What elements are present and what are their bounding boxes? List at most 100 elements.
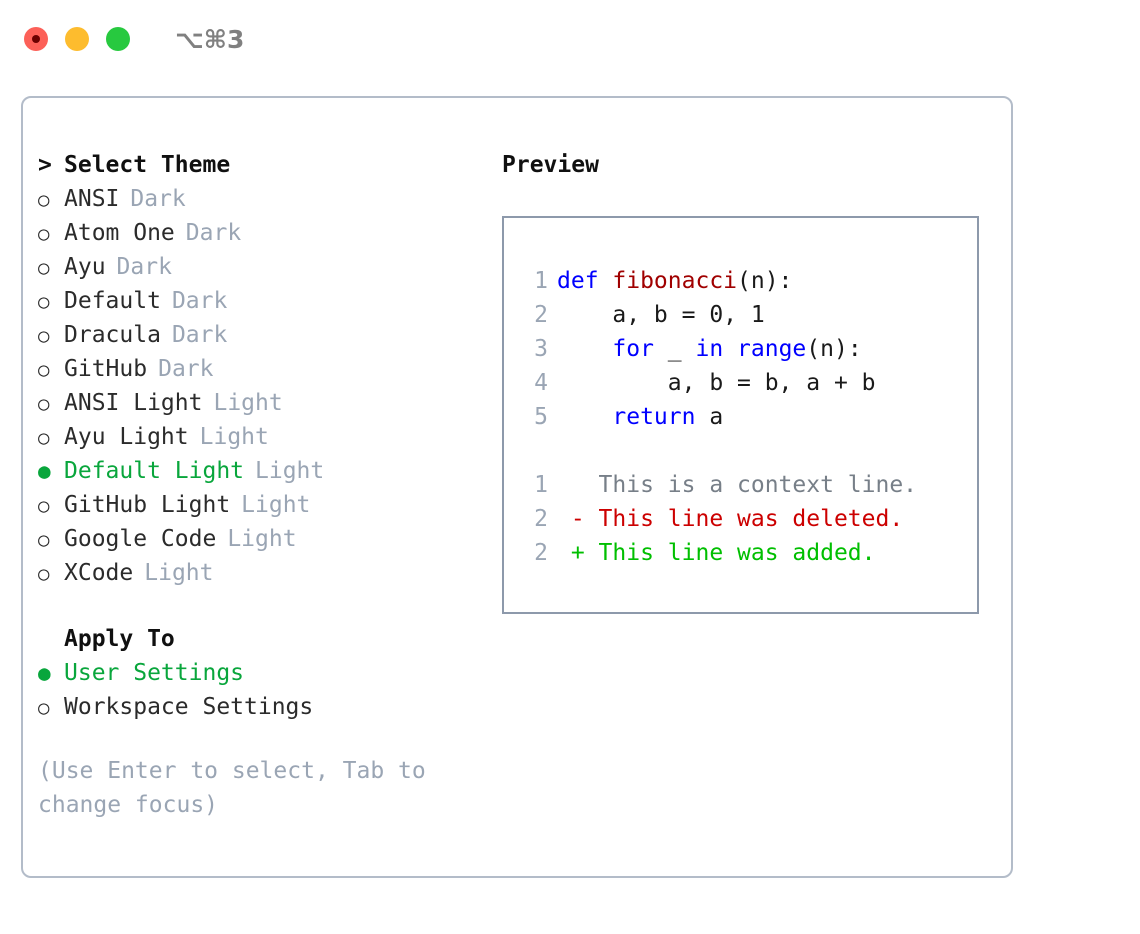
apply-to-list-item-label: Workspace Settings [64,694,314,720]
code-token: (n): [737,268,793,294]
theme-list-item[interactable]: ○ Atom One Dark [38,216,478,250]
code-line-text: def fibonacci(n): [557,264,792,298]
apply-to-list-item[interactable]: ● User Settings [38,656,478,690]
close-button-indicator [32,35,40,43]
apply-to-heading: ○ Apply To [38,622,478,656]
diff-line-text: This line was deleted. [598,506,904,532]
theme-mode-tag: Light [144,560,214,586]
code-line: 3 for _ in range(n): [504,332,977,366]
theme-list-item-label: Default [64,288,161,314]
code-token [557,404,612,430]
radio-unselected-icon[interactable]: ○ [38,325,50,347]
code-token: a, b = b, a + b [557,370,876,396]
theme-picker-heading-label: Select Theme [64,152,231,178]
code-line-text: a, b = b, a + b [557,366,876,400]
radio-unselected-icon[interactable]: ○ [38,495,50,517]
diff-line-number: 1 [534,472,548,498]
code-line-number: 4 [534,370,548,396]
keyboard-hint-text: (Use Enter to select, Tab to change focu… [38,758,426,818]
radio-selected-icon[interactable]: ● [38,661,51,685]
radio-unselected-icon[interactable]: ○ [38,393,50,415]
theme-list-item[interactable]: ○ Google Code Light [38,522,478,556]
theme-list-item[interactable]: ○ Ayu Dark [38,250,478,284]
theme-list-item-label: Google Code [64,526,217,552]
theme-list-item-label: Default Light [64,458,245,484]
theme-mode-tag: Light [241,492,311,518]
preview-title: Preview [502,152,599,178]
theme-list-item[interactable]: ○ Ayu Light Light [38,420,478,454]
radio-unselected-icon[interactable]: ○ [38,427,50,449]
radio-selected-icon[interactable]: ● [38,459,51,483]
apply-to-heading-marker: ○ [38,623,64,657]
apply-to-list-item-label: User Settings [64,660,245,686]
diff-line-number: 2 [534,506,548,532]
diff-sign [557,468,599,502]
radio-unselected-icon[interactable]: ○ [38,223,50,245]
theme-mode-tag: Dark [158,356,214,382]
radio-unselected-icon[interactable]: ○ [38,291,50,313]
code-token: (n): [806,336,862,362]
theme-list-item-label: ANSI Light [64,390,203,416]
radio-unselected-icon[interactable]: ○ [38,189,50,211]
minimize-button[interactable] [65,27,89,51]
diff-line: 2 - This line was deleted. [504,502,977,536]
radio-unselected-icon[interactable]: ○ [38,563,50,585]
diff-line-number: 2 [534,540,548,566]
code-token: for [612,336,654,362]
code-token: a [695,404,724,430]
diff-sign: - [557,506,599,532]
radio-unselected-icon[interactable]: ○ [38,257,50,279]
theme-list-item-label: GitHub Light [64,492,231,518]
apply-to-list-item[interactable]: ○ Workspace Settings [38,690,478,724]
code-token [557,336,612,362]
apply-to-list: ● User Settings ○ Workspace Settings [38,656,478,724]
diff-sign: + [557,540,599,566]
code-token: range [737,336,807,362]
theme-list-item-label: Dracula [64,322,161,348]
code-token: return [612,404,696,430]
code-token: _ [653,336,696,362]
theme-list-item[interactable]: ○ ANSI Light Light [38,386,478,420]
close-button[interactable] [24,27,48,51]
title-bar: ⌥⌘3 [0,0,1140,78]
code-line: 2 a, b = 0, 1 [504,298,977,332]
diff-line: 1 This is a context line. [504,468,977,502]
code-line-text: a, b = 0, 1 [557,298,764,332]
code-line-number: 5 [534,404,548,430]
theme-mode-tag: Dark [116,254,172,280]
theme-mode-tag: Light [213,390,283,416]
window-controls [24,27,130,51]
theme-mode-tag: Light [199,424,269,450]
code-token: in [695,336,724,362]
diff-line: 2 + This line was added. [504,536,977,570]
theme-mode-tag: Dark [185,220,242,246]
theme-list-item-label: ANSI [64,186,120,212]
theme-mode-tag: Light [227,526,297,552]
radio-unselected-icon[interactable]: ○ [38,697,50,719]
code-line: 4 a, b = b, a + b [504,366,977,400]
theme-list-item-label: Ayu [64,254,106,280]
radio-unselected-icon[interactable]: ○ [38,529,50,551]
code-line-number: 1 [534,268,548,294]
radio-unselected-icon[interactable]: ○ [38,359,50,381]
keyboard-shortcut-label: ⌥⌘3 [175,24,245,54]
code-token: def [557,268,613,294]
preview-spacer [504,434,977,468]
theme-list-item-label: Ayu Light [64,424,189,450]
theme-list-item[interactable]: ○ GitHub Light Light [38,488,478,522]
theme-list-item-label: Atom One [64,220,175,246]
maximize-button[interactable] [106,27,130,51]
diff-line-text: This is a context line. [598,472,918,498]
